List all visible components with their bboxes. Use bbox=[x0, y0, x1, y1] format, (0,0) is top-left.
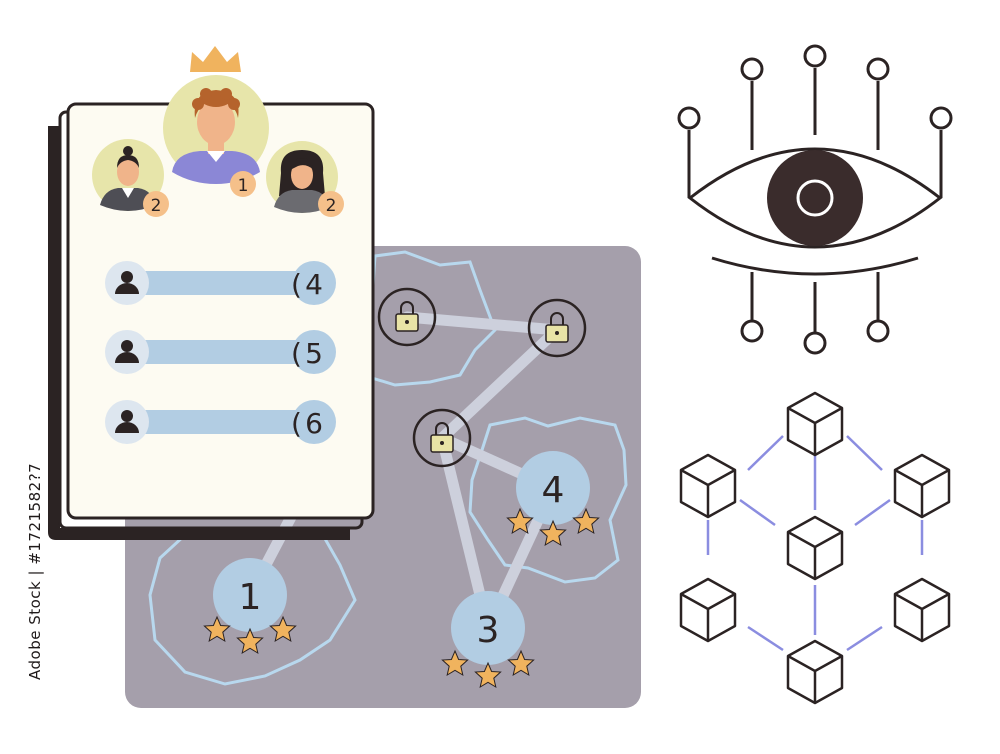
cube-icon bbox=[786, 515, 844, 581]
map-node-4: 4 bbox=[506, 451, 600, 546]
row-score: 5 bbox=[305, 337, 323, 370]
leaderboard-row: ( 5 bbox=[105, 330, 336, 374]
avatar-second-right: 2 bbox=[266, 141, 344, 217]
rank-badge: 2 bbox=[151, 196, 162, 216]
leaderboard-row: ( 6 bbox=[105, 400, 336, 444]
map-node-3: 3 bbox=[441, 591, 535, 688]
user-icon bbox=[105, 400, 149, 444]
rank-badge: 1 bbox=[238, 176, 249, 196]
node-label: 3 bbox=[477, 610, 500, 651]
network-links bbox=[706, 435, 924, 652]
avatar-first: 1 bbox=[163, 75, 269, 197]
svg-text:(: ( bbox=[291, 337, 302, 370]
row-score: 6 bbox=[305, 407, 323, 440]
cube-icon bbox=[893, 577, 951, 643]
stock-id-label: Adobe Stock | #1721582?7 bbox=[26, 462, 44, 680]
crown-icon bbox=[190, 46, 241, 72]
user-icon bbox=[105, 330, 149, 374]
region-outline bbox=[468, 416, 628, 584]
cube-network bbox=[679, 391, 951, 705]
row-score: 4 bbox=[305, 268, 323, 301]
user-icon bbox=[105, 261, 149, 305]
svg-text:(: ( bbox=[291, 407, 302, 440]
node-label: 1 bbox=[239, 577, 262, 618]
eye-icon bbox=[677, 44, 953, 355]
cube-icon bbox=[679, 453, 737, 519]
node-label: 4 bbox=[542, 470, 565, 511]
cube-icon bbox=[786, 639, 844, 705]
cube-icon bbox=[679, 577, 737, 643]
cube-icon bbox=[893, 453, 951, 519]
leaderboard-card: 1 2 2 ( 4 bbox=[48, 46, 375, 540]
avatar-second-left: 2 bbox=[92, 139, 169, 217]
cube-icon bbox=[786, 391, 844, 457]
rank-badge: 2 bbox=[326, 196, 337, 216]
map-node-1: 1 bbox=[203, 558, 297, 654]
leaderboard-row: ( 4 bbox=[105, 261, 336, 305]
svg-text:(: ( bbox=[291, 268, 302, 301]
